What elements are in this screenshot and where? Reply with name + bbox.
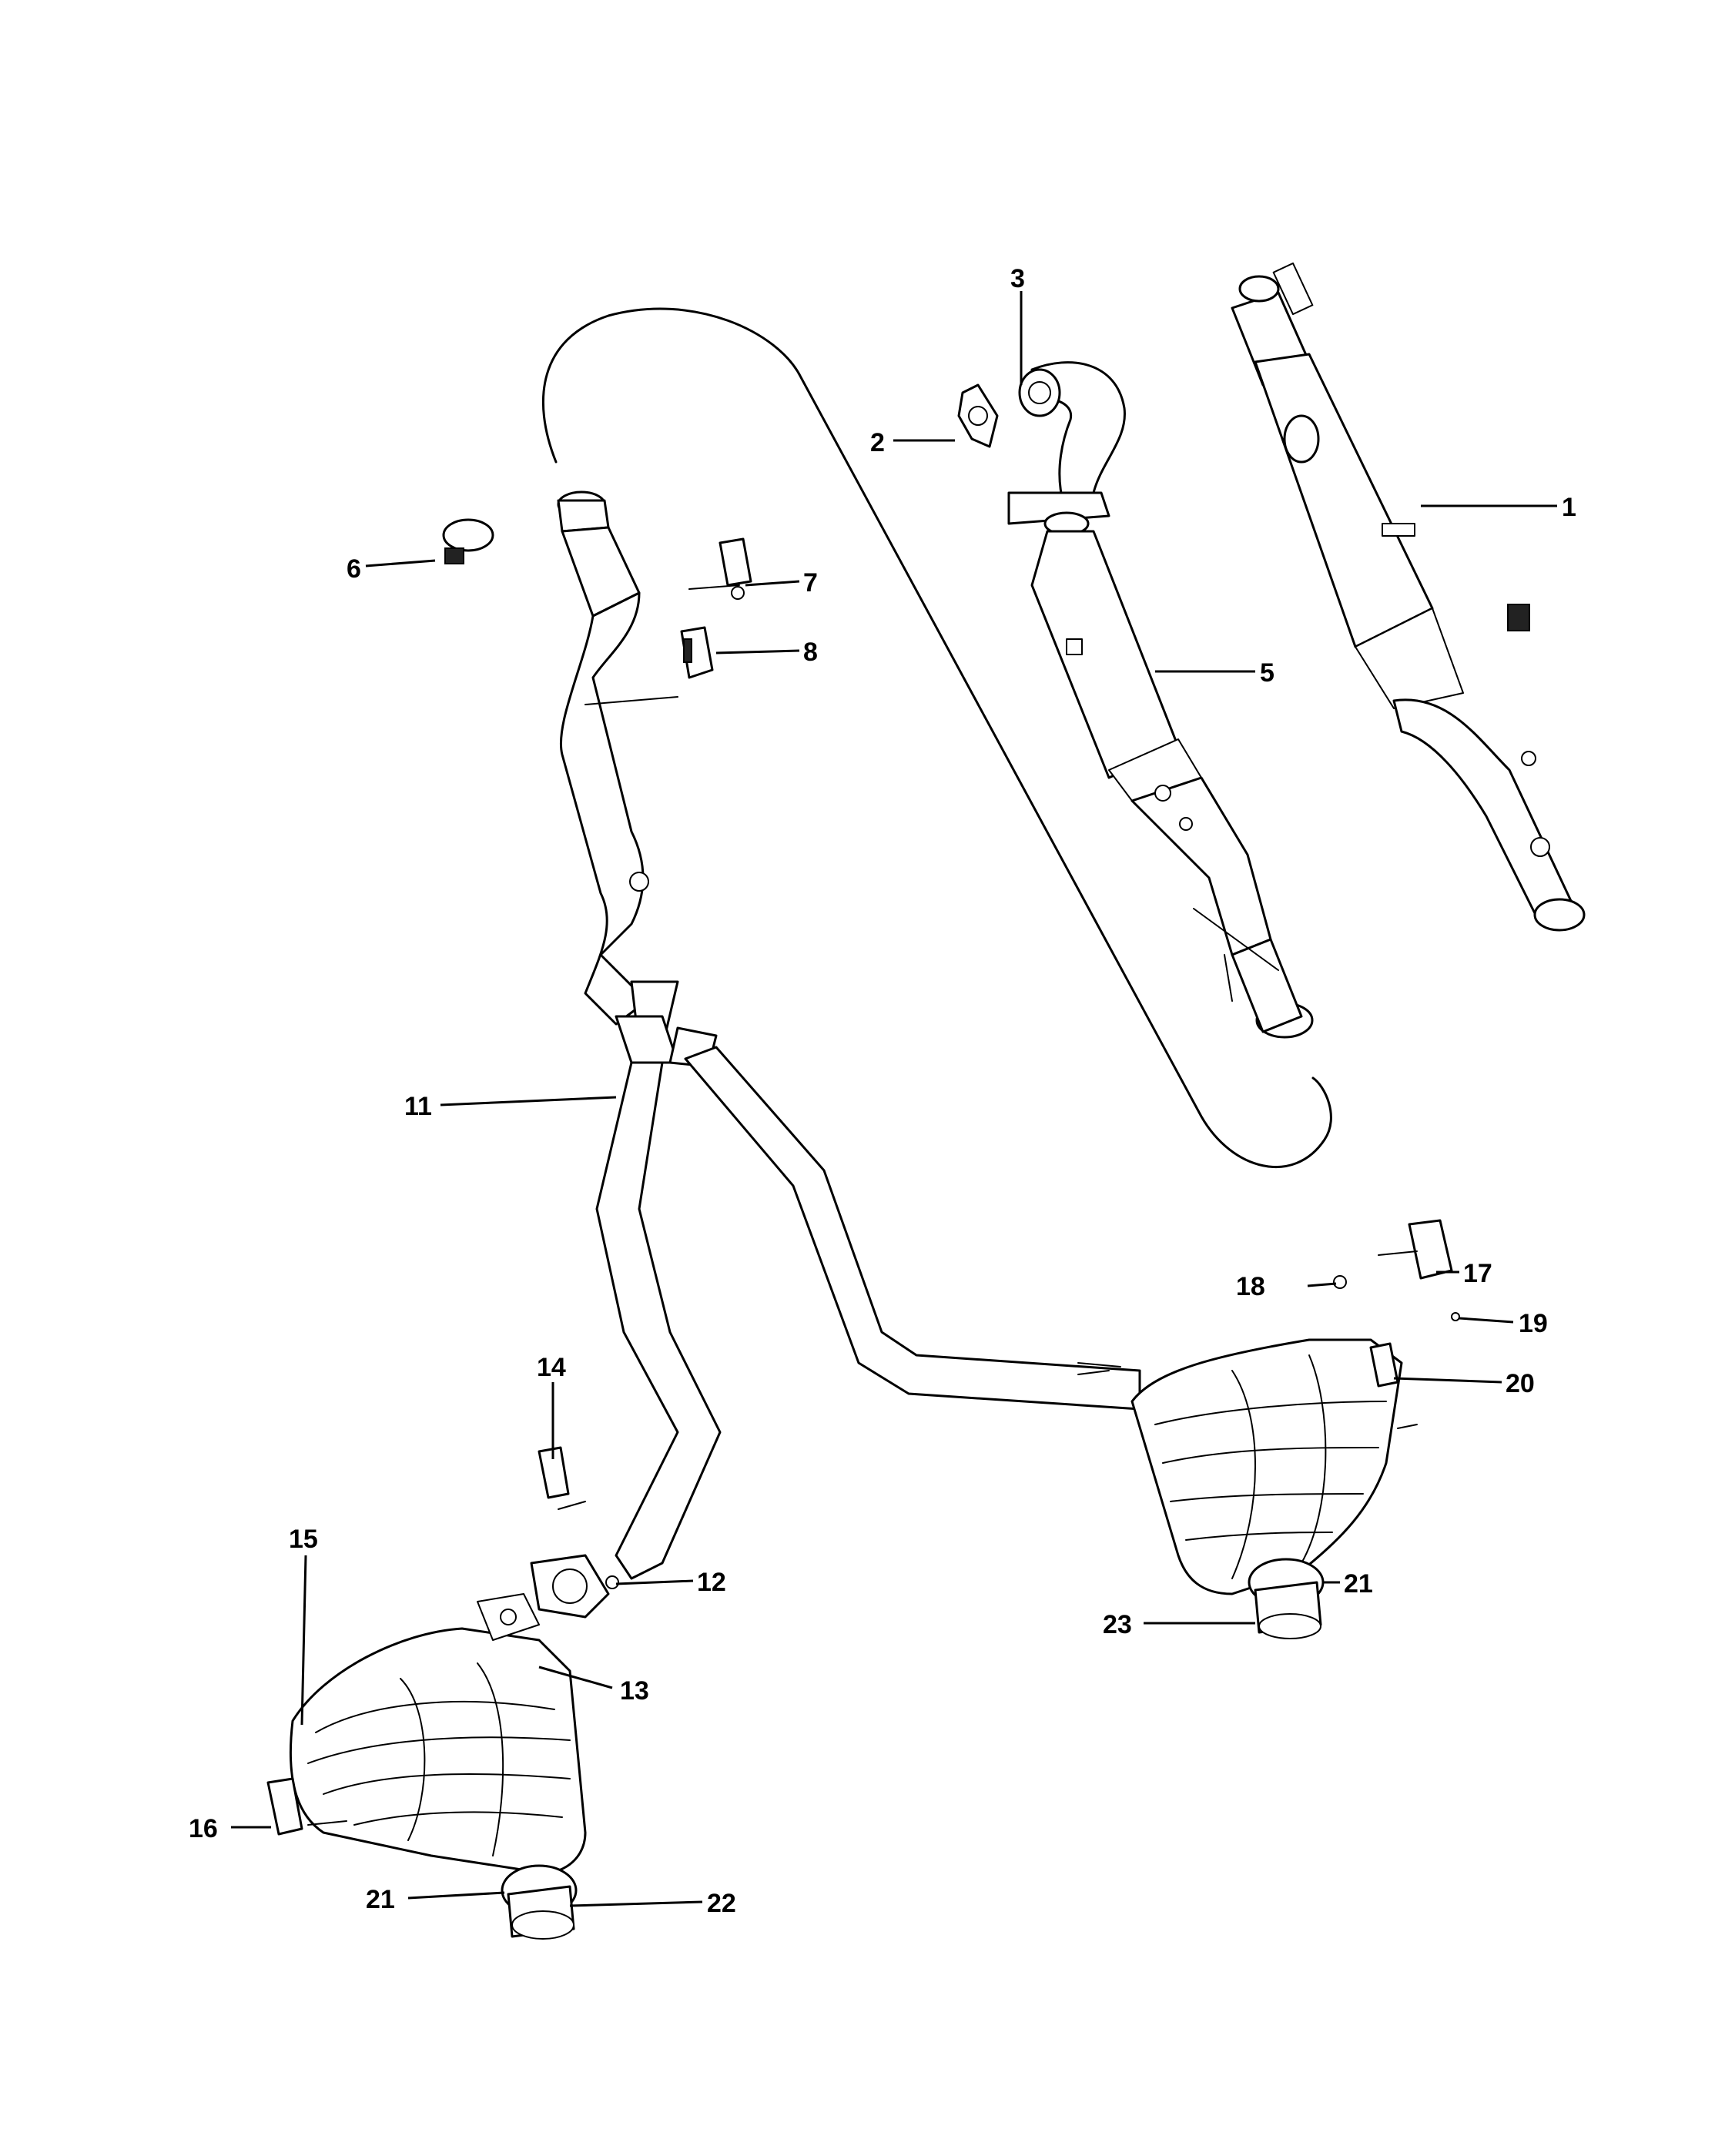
pipe-hanger-isolator — [538, 1446, 586, 1510]
left-muffler — [289, 1593, 587, 1940]
hanger-isolator — [1369, 1342, 1399, 1388]
callout-18: 18 — [1236, 1272, 1265, 1301]
inlet-pipe — [1018, 361, 1126, 502]
hanger-nut — [1451, 1312, 1460, 1321]
callout-2: 2 — [870, 428, 885, 457]
callout-14: 14 — [537, 1353, 566, 1382]
callout-12: 12 — [697, 1568, 726, 1597]
callout-17: 17 — [1463, 1259, 1492, 1288]
callout-20: 20 — [1506, 1369, 1535, 1398]
callout-5: 5 — [1260, 658, 1274, 688]
right-muffler — [1077, 1338, 1418, 1639]
exhaust-clamp — [442, 518, 494, 564]
front-pipe — [557, 490, 678, 1026]
hanger-bracket — [1378, 1219, 1453, 1280]
callout-22: 22 — [707, 1889, 736, 1918]
callout-1: 1 — [1562, 493, 1576, 522]
callout-7: 7 — [803, 568, 818, 598]
callout-15: 15 — [289, 1525, 318, 1554]
callout-11: 11 — [404, 1092, 432, 1121]
callout-3: 3 — [1010, 264, 1025, 293]
rubber-isolator — [680, 626, 714, 679]
leader-lines — [231, 291, 1557, 1907]
dpf-converter — [1007, 491, 1314, 1039]
callout-16: 16 — [189, 1814, 218, 1843]
downpipe-assembly — [1231, 262, 1586, 932]
callout-13: 13 — [620, 1676, 649, 1706]
muffler-isolator — [266, 1777, 347, 1836]
callout-21-left: 21 — [366, 1885, 395, 1914]
callout-8: 8 — [803, 638, 818, 667]
hanger-bolt — [1333, 1275, 1347, 1289]
pipe-flange — [530, 1554, 619, 1619]
mounting-bracket — [688, 537, 752, 600]
callout-19: 19 — [1519, 1309, 1548, 1338]
callout-21-right: 21 — [1344, 1569, 1373, 1599]
group-boundary-loop — [541, 307, 1332, 1168]
callout-6: 6 — [347, 554, 361, 584]
flange-gasket — [957, 383, 999, 448]
callout-labels: 1 2 3 5 6 7 8 11 12 13 14 15 16 17 18 19… — [189, 264, 1576, 1918]
callout-23: 23 — [1103, 1610, 1132, 1639]
y-pipe — [595, 980, 1141, 1580]
